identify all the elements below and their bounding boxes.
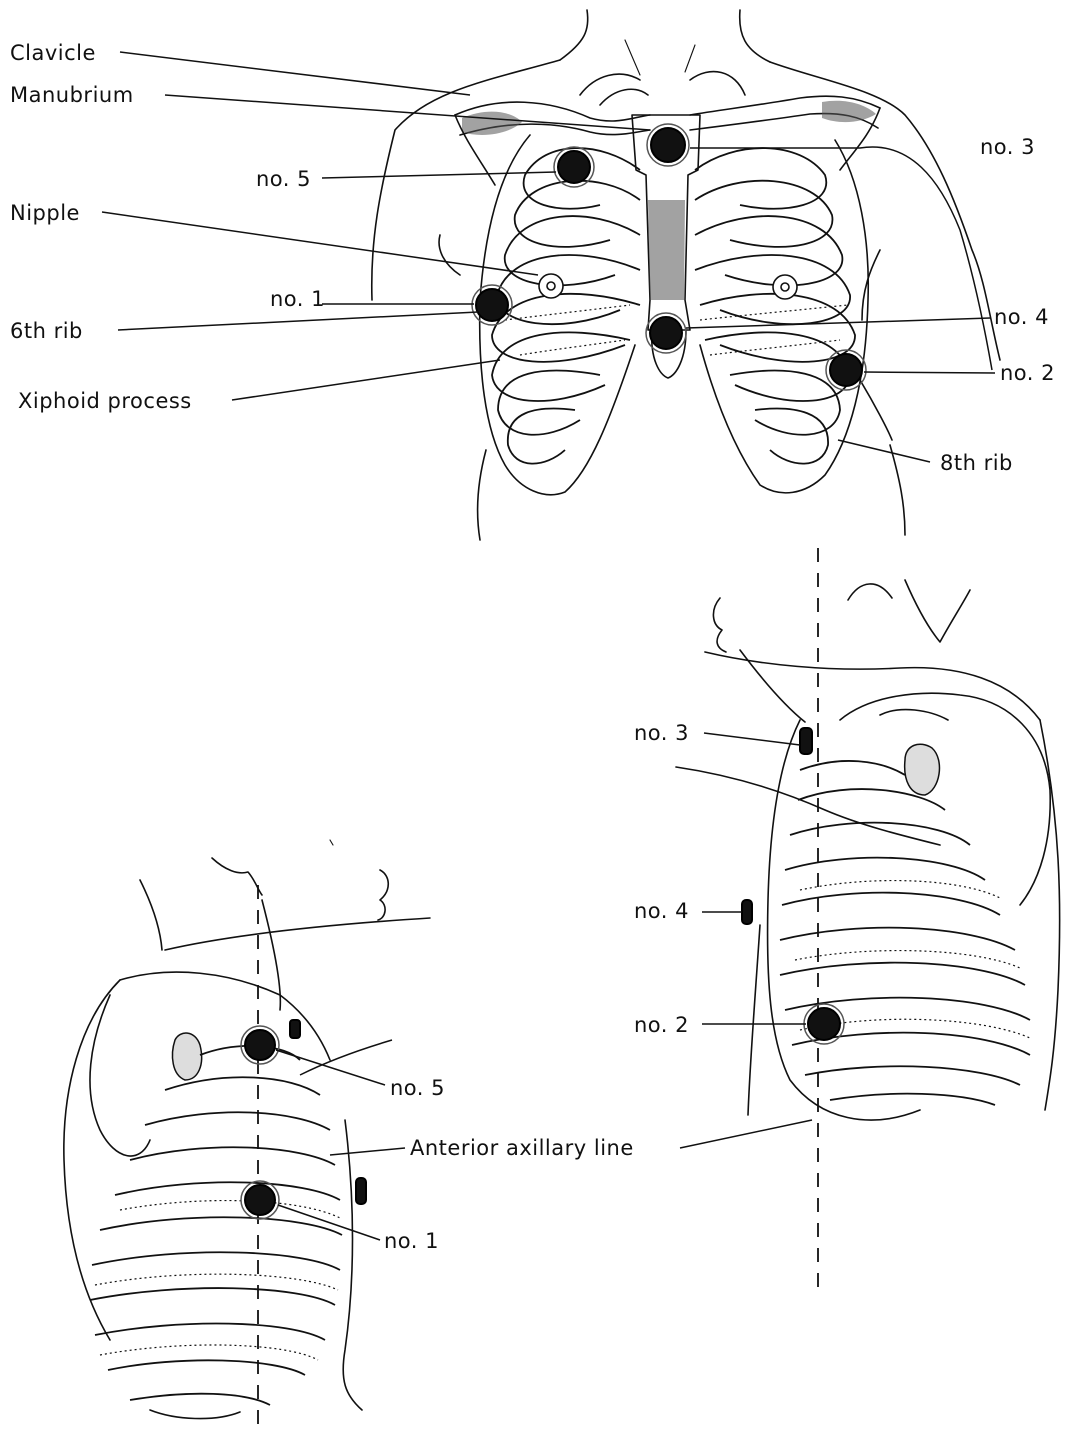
label-anterior-axillary: Anterior axillary line <box>410 1136 634 1160</box>
label-nipple: Nipple <box>10 201 80 225</box>
shoulder-joint <box>905 744 940 795</box>
leader-xiphoid <box>232 360 500 400</box>
electrode-no2-anterior <box>830 354 862 386</box>
electrode-back-lateral <box>356 1178 366 1204</box>
electrode-no5-anterior <box>558 151 590 183</box>
leader-no4 <box>686 318 990 328</box>
electrode-no5-lateral <box>245 1030 275 1060</box>
leader-6th-rib <box>118 312 478 330</box>
electrode-no3-lateral <box>800 728 812 754</box>
label-no5-lateral: no. 5 <box>390 1076 445 1100</box>
leader-nipple <box>102 212 538 275</box>
leader-8th-rib <box>838 440 930 462</box>
left-lateral-view: no. 5 no. 1 Anterior axillary line <box>64 840 812 1432</box>
right-lateral-view: no. 3 no. 4 no. 2 <box>634 548 1060 1290</box>
label-no3-lateral: no. 3 <box>634 721 689 745</box>
label-no1-lateral: no. 1 <box>384 1229 439 1253</box>
label-no3-anterior: no. 3 <box>980 135 1035 159</box>
leader-no5 <box>322 172 556 178</box>
lateral-ribs-left <box>90 1046 342 1405</box>
electrode-no1-anterior <box>476 289 508 321</box>
electrode-no2-lateral <box>808 1008 840 1040</box>
leader-clavicle <box>120 52 470 95</box>
left-ribs <box>492 148 640 464</box>
label-no5-anterior: no. 5 <box>256 167 311 191</box>
electrode-no4-anterior <box>650 317 682 349</box>
label-clavicle: Clavicle <box>10 41 96 65</box>
anterior-chest-view: Clavicle Manubrium no. 3 no. 5 Nipple no… <box>10 10 1055 540</box>
label-no2-anterior: no. 2 <box>1000 361 1055 385</box>
electrode-no3-anterior <box>651 128 685 162</box>
electrode-no1-lateral <box>245 1185 275 1215</box>
label-no4-anterior: no. 4 <box>994 305 1049 329</box>
label-eighth-rib: 8th rib <box>940 451 1013 475</box>
shoulder-joint-left <box>172 1033 201 1080</box>
label-no1-anterior: no. 1 <box>270 287 325 311</box>
label-xiphoid: Xiphoid process <box>18 389 192 413</box>
leader-no2 <box>864 372 995 373</box>
label-manubrium: Manubrium <box>10 83 134 107</box>
right-ribs <box>695 148 855 464</box>
label-sixth-rib: 6th rib <box>10 319 83 343</box>
electrode-no4-lateral <box>742 900 752 924</box>
label-no4-lateral: no. 4 <box>634 899 689 923</box>
label-no2-lateral: no. 2 <box>634 1013 689 1037</box>
